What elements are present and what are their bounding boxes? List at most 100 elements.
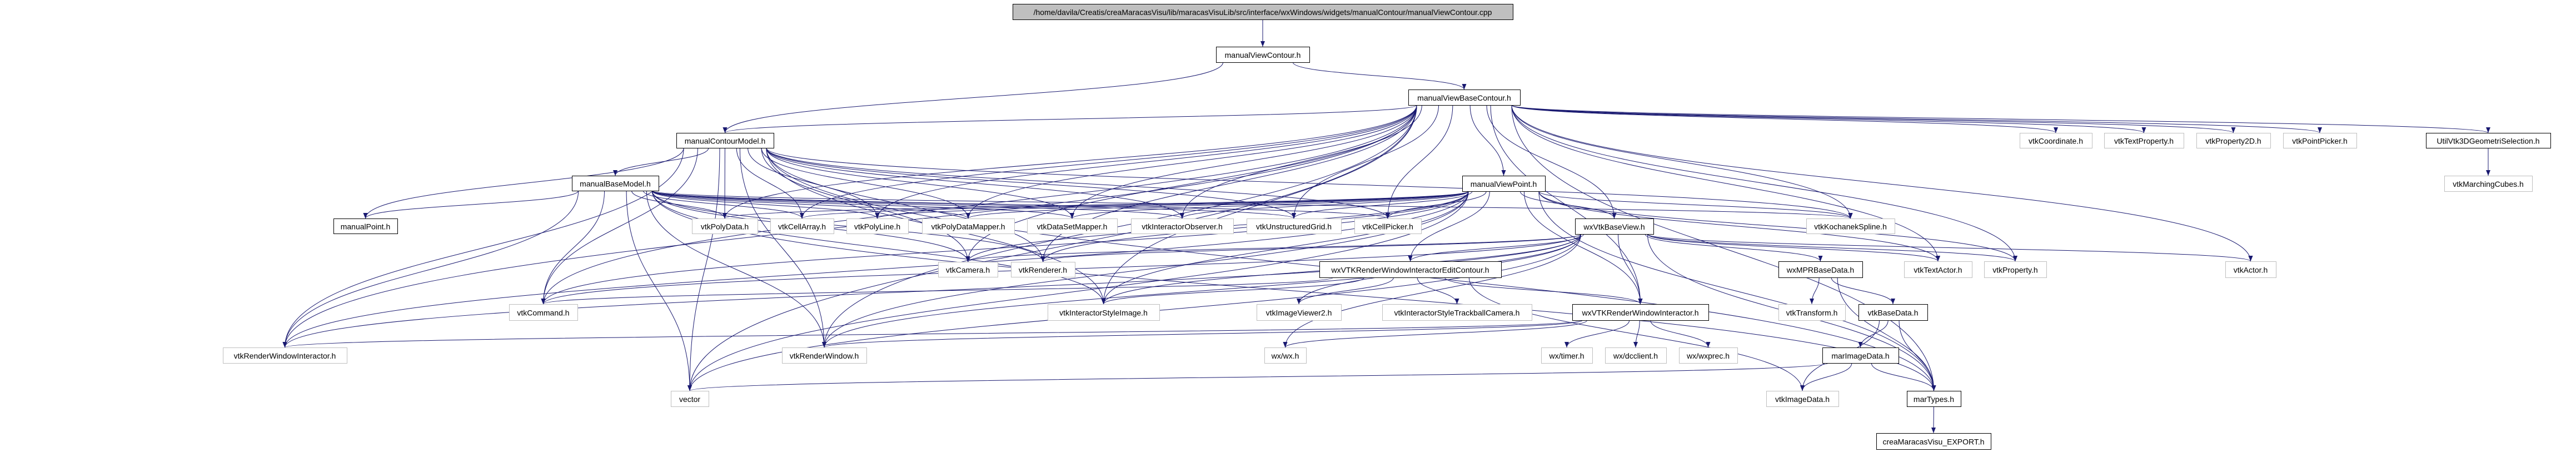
edge-wxrwi-to-wxwx xyxy=(1283,320,1588,348)
edge-mvbc-to-coord xyxy=(1511,105,2058,133)
edge-marimage-to-imagedata xyxy=(1800,362,1852,391)
node-dcclient[interactable]: wx/dcclient.h xyxy=(1605,347,1667,364)
edge-mvbc-to-property xyxy=(1511,105,2017,262)
node-label: vtkDataSetMapper.h xyxy=(1037,222,1108,231)
node-pointpicker[interactable]: vtkPointPicker.h xyxy=(2283,133,2357,148)
node-command[interactable]: vtkCommand.h xyxy=(509,304,578,321)
node-vrwi[interactable]: vtkRenderWindowInteractor.h xyxy=(223,347,347,364)
node-wxwx[interactable]: wx/wx.h xyxy=(1264,347,1307,364)
node-box xyxy=(1806,218,1895,234)
node-label: vtkPolyLine.h xyxy=(854,222,900,231)
node-polydata[interactable]: vtkPolyData.h xyxy=(692,218,758,234)
edge-mvp-to-cellarray xyxy=(800,191,1469,219)
edge-mvp-to-intobs xyxy=(1180,191,1469,219)
node-label: vtkTextActor.h xyxy=(1914,266,1962,275)
node-mcm[interactable]: manualContourModel.h xyxy=(676,133,774,148)
node-wxtimer[interactable]: wx/timer.h xyxy=(1541,347,1593,364)
node-rwiedit[interactable]: wxVTKRenderWindowInteractorEditContour.h xyxy=(1319,261,1502,278)
edge-mvbc-to-dsmapper xyxy=(1070,105,1417,219)
node-wxprec[interactable]: wx/wxprec.h xyxy=(1679,347,1738,364)
node-polyline[interactable]: vtkPolyLine.h xyxy=(846,218,909,234)
node-marimage[interactable]: marImageData.h xyxy=(1822,347,1899,364)
node-mvbc[interactable]: manualViewBaseContour.h xyxy=(1408,90,1521,106)
node-label: vtkPolyDataMapper.h xyxy=(931,222,1005,231)
edge-mbm-to-istyleimage xyxy=(651,190,1106,305)
node-util[interactable]: UtilVtk3DGeometriSelection.h xyxy=(2426,133,2551,148)
node-cellpicker[interactable]: vtkCellPicker.h xyxy=(1354,218,1422,234)
node-imagedata[interactable]: vtkImageData.h xyxy=(1766,391,1839,407)
node-marching[interactable]: vtkMarchingCubes.h xyxy=(2444,176,2533,192)
edge-mcm-to-mbm xyxy=(613,147,709,176)
node-textactor[interactable]: vtkTextActor.h xyxy=(1904,261,1972,278)
node-label: creaMaracasVisu_EXPORT.h xyxy=(1882,438,1984,446)
node-renderer[interactable]: vtkRenderer.h xyxy=(1011,262,1075,277)
node-label: wx/wxprec.h xyxy=(1686,351,1730,360)
node-ugrid[interactable]: vtkUnstructuredGrid.h xyxy=(1247,218,1342,234)
node-dsmapper[interactable]: vtkDataSetMapper.h xyxy=(1027,218,1118,234)
node-export[interactable]: creaMaracasVisu_EXPORT.h xyxy=(1876,433,1991,450)
node-mp[interactable]: manualPoint.h xyxy=(333,218,398,234)
node-martypes[interactable]: marTypes.h xyxy=(1907,391,1961,407)
node-intobs[interactable]: vtkInteractorObserver.h xyxy=(1131,218,1234,234)
node-renderwindow[interactable]: vtkRenderWindow.h xyxy=(782,347,867,364)
node-wxmpr[interactable]: wxMPRBaseData.h xyxy=(1778,261,1863,278)
node-trackball[interactable]: vtkInteractorStyleTrackballCamera.h xyxy=(1382,304,1532,321)
node-transform[interactable]: vtkTransform.h xyxy=(1778,304,1846,321)
node-camera[interactable]: vtkCamera.h xyxy=(938,262,998,277)
edge-mvbc-to-mvp xyxy=(1469,105,1506,176)
edge-mcm-to-polyline xyxy=(748,147,880,219)
edge-mvp-to-dsmapper xyxy=(1070,191,1469,219)
node-cellarray[interactable]: vtkCellArray.h xyxy=(770,218,834,234)
node-mvp[interactable]: manualViewPoint.h xyxy=(1462,176,1546,192)
edge-wxvbv-to-actor xyxy=(1647,234,2253,262)
edge-mvbc-to-martypes xyxy=(1511,105,1936,391)
edge-mcm-to-kspline xyxy=(766,147,1853,219)
edge-marimage-to-vector xyxy=(687,362,1828,391)
node-vector[interactable]: vector xyxy=(671,391,709,407)
node-prop2d[interactable]: vtkProperty2D.h xyxy=(2196,133,2271,148)
node-istyleimage[interactable]: vtkInteractorStyleImage.h xyxy=(1048,304,1160,321)
edge-mvbc-to-kspline xyxy=(1511,105,1853,219)
edge-wxvbv-to-renderer xyxy=(1040,234,1582,262)
edge-mvbc-to-wxvbv xyxy=(1486,105,1617,219)
edge-mvp-to-command xyxy=(541,191,1469,305)
node-property[interactable]: vtkProperty.h xyxy=(1984,261,2047,278)
node-mvc[interactable]: manualViewContour.h xyxy=(1216,47,1310,63)
node-coord[interactable]: vtkCoordinate.h xyxy=(2020,133,2092,148)
node-imageviewer2[interactable]: vtkImageViewer2.h xyxy=(1257,304,1342,321)
node-wxvbv[interactable]: wxVtkBaseView.h xyxy=(1575,218,1654,235)
node-label: vtkProperty.h xyxy=(1992,266,2037,275)
node-label: vtkCommand.h xyxy=(517,309,569,317)
edge-rwiedit-to-imageviewer2 xyxy=(1297,277,1394,305)
edge-mcm-to-command xyxy=(541,147,698,305)
node-mbm[interactable]: manualBaseModel.h xyxy=(572,176,659,191)
edge-mcm-to-renderwindow xyxy=(739,147,826,348)
node-box xyxy=(1027,218,1118,234)
edge-wxvbv-to-renderwindow xyxy=(822,234,1582,348)
edge-mbm-to-renderwindow xyxy=(646,190,826,348)
node-label: manualViewBaseContour.h xyxy=(1417,93,1511,102)
node-box xyxy=(1257,304,1342,321)
node-actor[interactable]: vtkActor.h xyxy=(2225,261,2276,278)
node-wxrwi[interactable]: wxVTKRenderWindowInteractor.h xyxy=(1572,304,1709,321)
edge-wxmpr-to-martypes xyxy=(1837,277,1936,391)
node-root[interactable]: /home/davila/Creatis/creaMaracasVisu/lib… xyxy=(1013,4,1513,20)
node-kspline[interactable]: vtkKochanekSpline.h xyxy=(1806,218,1895,234)
edge-mvbc-to-prop2d xyxy=(1511,105,2235,133)
node-box xyxy=(1575,218,1654,235)
edge-wxmpr-to-transform xyxy=(1810,277,1820,305)
node-box xyxy=(1131,218,1234,234)
node-basedata[interactable]: vtkBaseData.h xyxy=(1858,304,1928,321)
edge-mvbc-to-textprop xyxy=(1511,105,2146,133)
edge-mvbc-to-polyline xyxy=(875,105,1417,219)
node-label: manualViewPoint.h xyxy=(1471,180,1537,188)
node-pdmapper[interactable]: vtkPolyDataMapper.h xyxy=(922,218,1015,234)
edge-mvbc-to-renderwindow xyxy=(822,105,1417,348)
node-box xyxy=(2196,133,2271,148)
edge-mvbc-to-ugrid xyxy=(1292,105,1439,219)
node-box xyxy=(1984,261,2047,278)
node-textprop[interactable]: vtkTextProperty.h xyxy=(2104,133,2184,148)
node-box xyxy=(676,133,774,148)
edge-mvp-to-ugrid xyxy=(1292,191,1473,219)
